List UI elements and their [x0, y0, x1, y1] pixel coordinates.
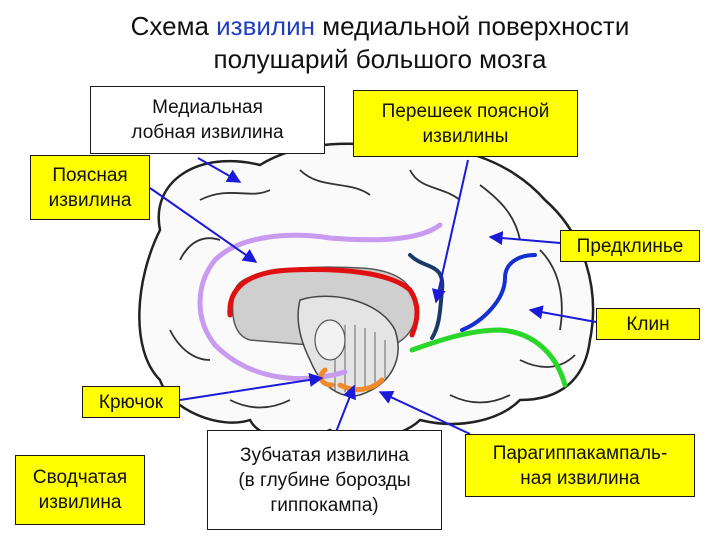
cingulate-gyrus-line	[197, 222, 443, 382]
arrow-isthmus	[431, 159, 469, 304]
arrows	[149, 157, 597, 435]
label-uncus: Крючок	[82, 386, 180, 418]
sulci	[169, 169, 576, 409]
label-dentate-gyrus: Зубчатая извилина (в глубине борозды гип…	[207, 430, 442, 530]
title-text-2: медиальной поверхности	[314, 11, 630, 41]
arrow-medial-frontal	[197, 157, 242, 183]
label-cingulate-isthmus: Перешеек поясной извилины	[353, 90, 578, 157]
title-text-1: Схема	[130, 11, 217, 41]
label-text: Крючок	[98, 391, 164, 413]
label-text: извилины	[422, 125, 509, 147]
label-text: извилина	[38, 492, 122, 513]
label-text: Медиальная	[152, 97, 263, 118]
label-precuneus: Предклинье	[560, 230, 700, 262]
arrow-dentate	[335, 384, 356, 433]
title-line-2: полушарий большого мозга	[213, 44, 547, 74]
label-text: (в глубине борозды	[238, 469, 411, 491]
title-highlight: извилин	[216, 11, 315, 41]
precuneus-line	[460, 253, 537, 332]
calcarine-line	[409, 327, 568, 388]
label-cuneus: Клин	[596, 308, 700, 340]
label-text: Клин	[626, 313, 670, 335]
label-text: извилина	[48, 189, 132, 211]
label-text: Предклинье	[576, 235, 684, 257]
interthalamic-ellipse	[314, 319, 346, 361]
arrow-parahippocampal	[378, 390, 471, 435]
label-text: Зубчатая извилина	[240, 444, 409, 466]
label-text: лобная извилина	[131, 122, 284, 143]
label-parahippocampal-gyrus: Парагиппакампаль- ная извилина	[465, 434, 695, 497]
label-text: Парагиппакампаль-	[492, 442, 668, 464]
arrow-uncus	[179, 373, 324, 401]
callosal-sulcus-line	[227, 267, 420, 338]
label-text: Поясная	[52, 164, 128, 186]
label-text: ная извилина	[520, 467, 640, 489]
arrow-cingulate	[149, 187, 258, 263]
arrow-cuneus	[528, 305, 597, 323]
label-text: гиппокампа)	[270, 494, 379, 516]
page-title: Схема извилин медиальной поверхности пол…	[60, 10, 700, 76]
arrow-precuneus	[488, 231, 561, 246]
label-fornicate-gyrus: Сводчатая извилина	[15, 455, 145, 525]
label-text: Сводчатая	[32, 467, 128, 488]
label-cingulate-gyrus: Поясная извилина	[30, 155, 150, 220]
label-medial-frontal-gyrus: Медиальная лобная извилина	[90, 86, 325, 154]
label-text: Перешеек поясной	[381, 100, 550, 122]
